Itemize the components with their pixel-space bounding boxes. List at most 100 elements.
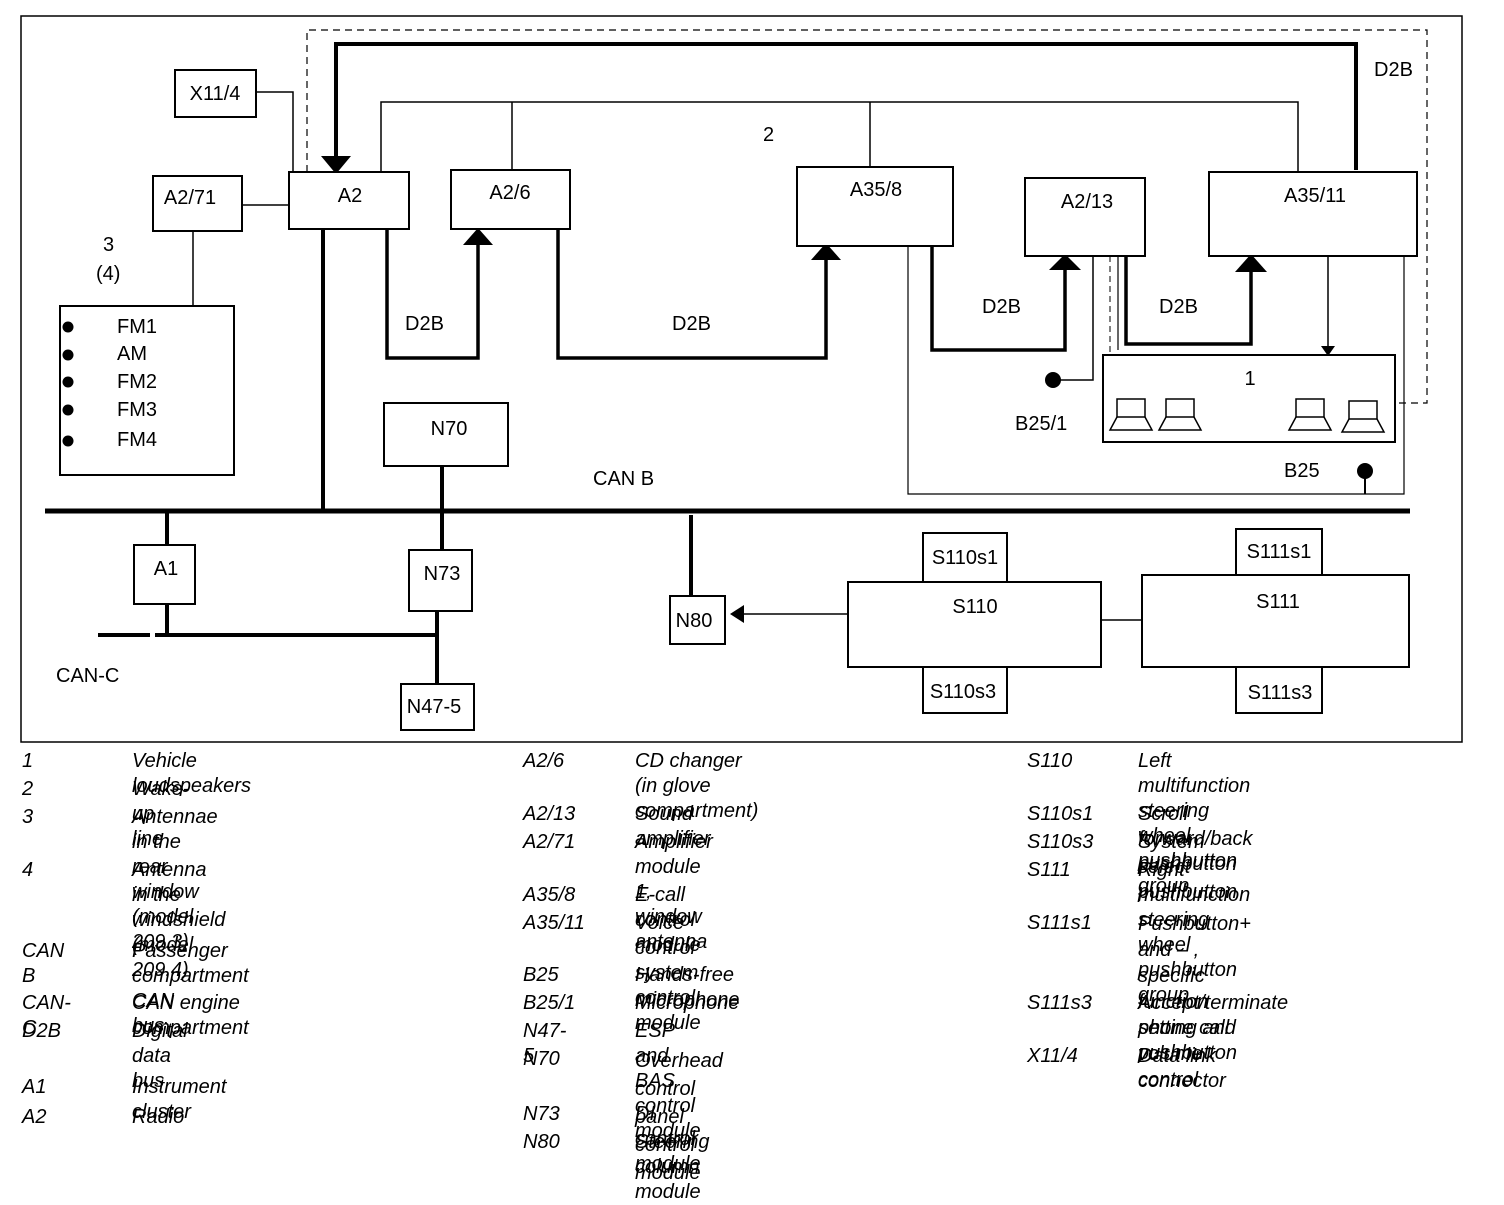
legend-desc: Instrument cluster <box>132 1076 227 1123</box>
legend-code: N70 <box>523 1048 560 1070</box>
label-s111s1: S111s1 <box>1247 541 1312 563</box>
arrow-into-speakers <box>1321 346 1335 356</box>
d2b-top-line <box>334 42 1358 170</box>
antenna-item: FM3 <box>117 399 157 421</box>
label-antenna-num: 3 <box>103 234 114 256</box>
label-n80: N80 <box>676 610 713 632</box>
box-s110 <box>847 581 1102 668</box>
legend-desc: Accept/terminate phone call pushbutton <box>1138 992 1289 1064</box>
legend-desc: Right multifunction steering wheel pushb… <box>1138 859 1251 1006</box>
legend-desc: Data link connector <box>1138 1045 1226 1092</box>
antenna-item: FM1 <box>117 316 157 338</box>
legend-desc: CAN engine compartment <box>132 992 249 1039</box>
label-can-b: CAN B <box>593 468 654 490</box>
wiring-diagram: X11/4 A2/71 A2 A2/6 A35/8 A2/13 A35/11 1… <box>20 15 1463 743</box>
legend-desc: Passenger compartment CAN bus <box>132 940 249 1037</box>
legend-code: N47-5 <box>523 1020 567 1067</box>
microphone-b25-1 <box>1045 372 1061 388</box>
box-a2-13 <box>1024 177 1146 257</box>
antenna-item: FM4 <box>117 429 157 451</box>
d2b-a2-to-a2-6 <box>385 229 480 360</box>
d2b-a2-6-to-a35-8 <box>556 229 828 360</box>
antenna-item: FM2 <box>117 371 157 393</box>
b25-1-line <box>1057 256 1094 381</box>
legend-desc: Sound amplifier <box>635 803 711 850</box>
bullet-icon <box>62 435 74 447</box>
box-s111 <box>1141 574 1410 668</box>
legend-code: S110s1 <box>1027 803 1094 825</box>
label-can-c: CAN-C <box>56 665 119 687</box>
legend-code: N73 <box>523 1103 560 1125</box>
legend-code: A35/11 <box>523 912 585 934</box>
legend-code: A2/71 <box>523 831 576 853</box>
legend-code: 1 <box>22 750 34 772</box>
legend-desc: Antenna in the windshield (model 209.4) <box>132 859 226 981</box>
legend-code: A2/13 <box>523 803 576 825</box>
loudspeaker-icon <box>1340 400 1386 433</box>
label-d2b-4: D2B <box>1159 296 1198 318</box>
legend-desc: Scroll forward/back pushbutton <box>1138 803 1253 875</box>
x11-4-link <box>256 91 294 172</box>
box-n47-5 <box>400 683 475 731</box>
box-antennas <box>59 305 235 476</box>
legend-code: S111 <box>1027 859 1071 881</box>
label-s110s3: S110s3 <box>930 681 996 703</box>
label-a2-71: A2/71 <box>164 187 216 209</box>
box-a35-8 <box>796 166 954 247</box>
arrow-into-a35-8 <box>811 243 841 260</box>
legend-code: A1 <box>22 1076 47 1098</box>
legend-code: 3 <box>22 806 34 828</box>
label-antenna-num2: (4) <box>96 263 120 285</box>
box-x11-4 <box>174 69 257 118</box>
diagram-frame <box>20 15 1463 743</box>
legend-desc: Amplifier module 1, window antenna <box>635 831 713 953</box>
box-n73 <box>408 549 473 612</box>
label-n73: N73 <box>424 563 461 585</box>
label-wake-up: 2 <box>763 124 774 146</box>
legend-desc: Microphone <box>635 992 740 1014</box>
legend-desc: Radio <box>132 1106 185 1128</box>
legend-code: B25 <box>523 964 559 986</box>
legend-desc: Steering column module <box>635 1131 710 1203</box>
antenna-item: AM <box>117 343 147 365</box>
legend-desc: E-call control module <box>635 884 701 956</box>
legend-desc: System select pushbutton <box>1138 831 1237 903</box>
label-d2b-1: D2B <box>405 313 444 335</box>
legend-code: 2 <box>22 778 34 800</box>
legend-code: CAN-C <box>22 992 71 1039</box>
label-d2b-2: D2B <box>672 313 711 335</box>
label-b25: B25 <box>1284 460 1320 482</box>
legend-desc: Pushbutton+ and – , specific function se… <box>1138 913 1251 1091</box>
label-a35-8: A35/8 <box>850 179 902 201</box>
box-a1 <box>133 544 196 605</box>
label-s111: S111 <box>1256 591 1300 613</box>
legend-desc: Digital data bus <box>132 1020 188 1092</box>
legend-code: N80 <box>523 1131 560 1153</box>
d2b-a2-13-to-a35-11 <box>1124 256 1253 346</box>
label-a2: A2 <box>338 185 362 207</box>
label-n70: N70 <box>431 418 468 440</box>
box-s110s1 <box>922 532 1008 583</box>
legend-code: S111s1 <box>1027 912 1092 934</box>
label-s110s1: S110s1 <box>932 547 998 569</box>
legend-code: S110 <box>1027 750 1073 772</box>
legend-desc: CD changer (in glove compartment) <box>635 750 759 822</box>
label-a2-13: A2/13 <box>1061 191 1113 213</box>
legend-code: A2 <box>22 1106 47 1128</box>
legend-desc: Antennae in the rear window (model 209.3… <box>132 806 218 953</box>
label-speakers: 1 <box>1244 368 1255 390</box>
label-b25-1: B25/1 <box>1015 413 1067 435</box>
box-s111s3 <box>1235 666 1323 714</box>
box-n80 <box>669 595 726 645</box>
legend-code: S110s3 <box>1027 831 1094 853</box>
legend-code: 4 <box>22 859 34 881</box>
legend-code: CAN B <box>22 940 65 987</box>
label-d2b-3: D2B <box>982 296 1021 318</box>
box-speakers <box>1102 354 1396 443</box>
loudspeaker-icon <box>1157 398 1203 431</box>
arrow-into-a35-11 <box>1235 254 1267 272</box>
arrow-into-a2-6 <box>463 228 493 245</box>
box-a35-11 <box>1208 171 1418 257</box>
bullet-icon <box>62 404 74 416</box>
legend-code: B25/1 <box>523 992 576 1014</box>
